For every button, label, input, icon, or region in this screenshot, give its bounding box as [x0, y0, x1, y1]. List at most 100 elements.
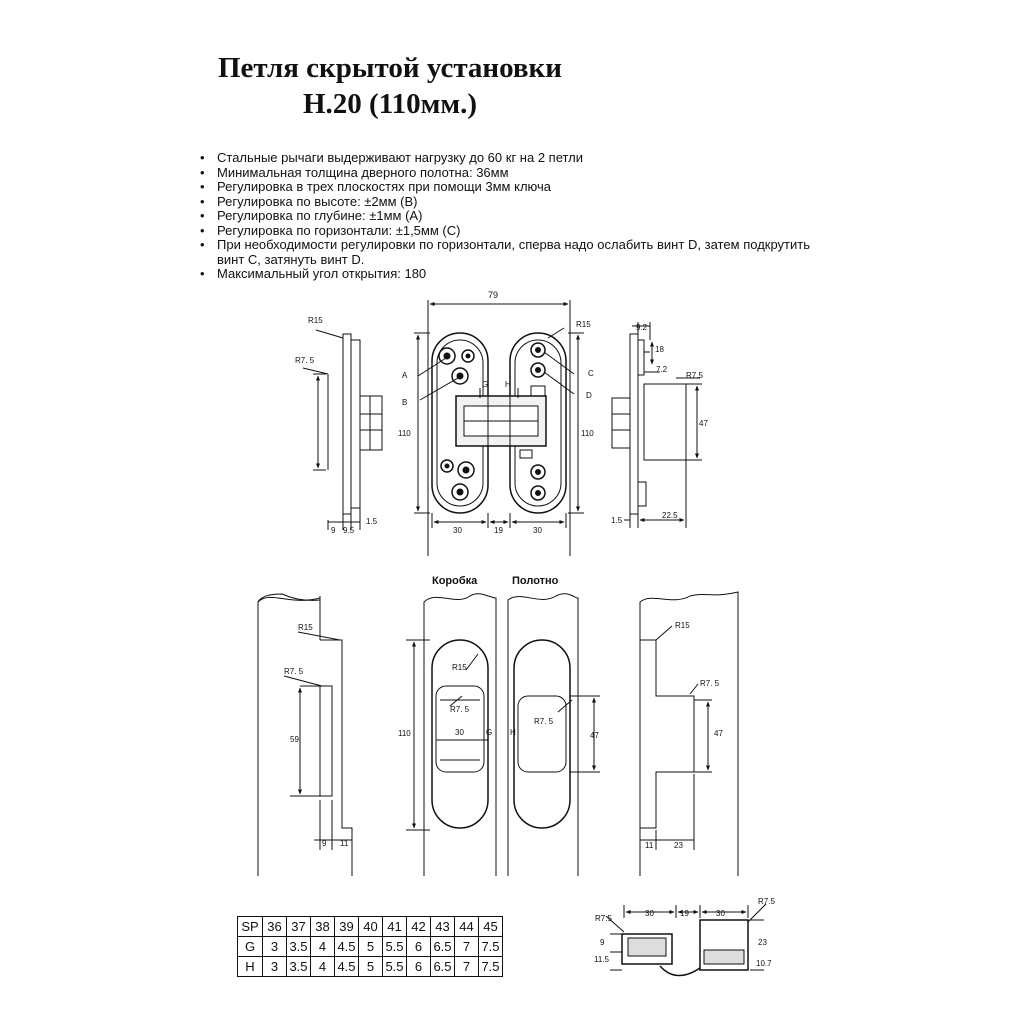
left-side-profile: [302, 329, 383, 530]
cutout-frame-profile: [257, 593, 353, 876]
table-cell: 6.5: [430, 936, 455, 957]
hinge-front-view: [414, 300, 584, 556]
label-r15-right: R15: [576, 320, 591, 329]
dim-110-right: 110: [581, 429, 594, 438]
table-cell: SP: [237, 916, 263, 937]
table-cell: 4.5: [334, 936, 359, 957]
table-cell: 40: [358, 916, 383, 937]
bottom-30-left: 30: [645, 909, 654, 918]
table-cell: 4: [310, 956, 335, 977]
label-h: H: [505, 380, 511, 389]
table-cell: 3.5: [286, 936, 311, 957]
dim-22-5: 22.5: [662, 511, 678, 520]
label-b: B: [402, 398, 407, 407]
feature-item: Регулировка по глубине: ±1мм (A): [200, 208, 810, 224]
feature-list: Стальные рычаги выдерживают нагрузку до …: [200, 150, 810, 282]
table-cell: 5.5: [382, 936, 407, 957]
table-cell: 36: [262, 916, 287, 937]
dim-79: 79: [488, 290, 498, 300]
dim-9-2: 9.2: [636, 323, 648, 332]
cut-d-11: 11: [645, 841, 654, 850]
feature-item: При необходимости регулировки по горизон…: [200, 237, 810, 267]
label-r7-5-right: R7.5: [686, 371, 703, 380]
table-cell: 6.5: [430, 956, 455, 977]
dim-7-2: 7.2: [656, 365, 668, 374]
label-c: C: [588, 369, 594, 378]
table-cell: 5: [358, 956, 383, 977]
dim-47: 47: [699, 419, 708, 428]
table-cell: 3.5: [286, 956, 311, 977]
page-title: Петля скрытой установки: [218, 52, 562, 84]
table-cell: 39: [334, 916, 359, 937]
cut-a-r7-5: R7. 5: [284, 667, 304, 676]
feature-item: Максимальный угол открытия: 180: [200, 266, 810, 282]
table-cell: 3: [262, 936, 287, 957]
dim-9-5: 9.5: [343, 526, 355, 535]
label-g: G: [482, 380, 488, 389]
cut-c-r7-5: R7. 5: [534, 717, 554, 726]
table-cell: 44: [454, 916, 479, 937]
table-row: G 3 3.5 4 4.5 5 5.5 6 6.5 7 7.5: [237, 936, 503, 957]
dim-110-left: 110: [398, 429, 411, 438]
cut-c-h: H: [510, 728, 516, 737]
table-cell: 45: [478, 916, 503, 937]
label-a: A: [402, 371, 408, 380]
cut-d-47: 47: [714, 729, 723, 738]
table-cell: 7: [454, 956, 479, 977]
cutout-door-front: [507, 593, 600, 876]
dim-30-left: 30: [453, 526, 462, 535]
bottom-9: 9: [600, 938, 605, 947]
label-d: D: [586, 391, 592, 400]
cut-d-23: 23: [674, 841, 683, 850]
cut-b-r7-5: R7. 5: [450, 705, 470, 714]
feature-item: Регулировка по высоте: ±2мм (B): [200, 194, 810, 210]
table-cell: 6: [406, 936, 431, 957]
dim-1-5: 1.5: [366, 517, 378, 526]
table-cell: 7: [454, 936, 479, 957]
cut-b-30: 30: [455, 728, 464, 737]
dim-30-right: 30: [533, 526, 542, 535]
cut-a-9: 9: [322, 839, 327, 848]
dim-9: 9: [331, 526, 336, 535]
label-frame: Коробка: [432, 575, 478, 587]
table-cell: H: [237, 956, 263, 977]
dim-19: 19: [494, 526, 503, 535]
label-r7-5: R7. 5: [295, 356, 315, 365]
hinge-bottom-view: [605, 903, 767, 977]
table-cell: 37: [286, 916, 311, 937]
bottom-11-5: 11.5: [594, 955, 610, 964]
bottom-23: 23: [758, 938, 767, 947]
feature-item: Стальные рычаги выдерживают нагрузку до …: [200, 150, 810, 166]
bottom-10-7: 10.7: [756, 959, 772, 968]
table-cell: 4.5: [334, 956, 359, 977]
bottom-r7-5-right: R7.5: [758, 897, 775, 906]
cut-a-r15: R15: [298, 623, 313, 632]
table-cell: G: [237, 936, 263, 957]
sp-table: SP 36 37 38 39 40 41 42 43 44 45 G 3 3.5…: [237, 916, 503, 977]
cutout-door-profile: [639, 591, 739, 876]
table-cell: 7.5: [478, 956, 503, 977]
dim-1-5-right: 1.5: [611, 516, 623, 525]
feature-item: Минимальная толщина дверного полотна: 36…: [200, 165, 810, 181]
table-cell: 7.5: [478, 936, 503, 957]
table-cell: 5: [358, 936, 383, 957]
right-side-profile: [611, 322, 702, 528]
feature-item: Регулировка по горизонтали: ±1,5мм (C): [200, 223, 810, 239]
table-row: SP 36 37 38 39 40 41 42 43 44 45: [237, 916, 503, 937]
cut-c-47: 47: [590, 731, 599, 740]
table-cell: 3: [262, 956, 287, 977]
label-door: Полотно: [512, 575, 559, 587]
cut-d-r7-5: R7. 5: [700, 679, 720, 688]
table-cell: 6: [406, 956, 431, 977]
cut-a-59: 59: [290, 735, 299, 744]
page-subtitle: H.20 (110мм.): [302, 88, 478, 120]
bottom-r7-5-left: R7.5: [595, 914, 612, 923]
table-cell: 38: [310, 916, 335, 937]
table-cell: 5.5: [382, 956, 407, 977]
table-cell: 43: [430, 916, 455, 937]
bottom-30-right: 30: [716, 909, 725, 918]
table-cell: 41: [382, 916, 407, 937]
bottom-19: 19: [680, 909, 689, 918]
dim-18: 18: [655, 345, 664, 354]
